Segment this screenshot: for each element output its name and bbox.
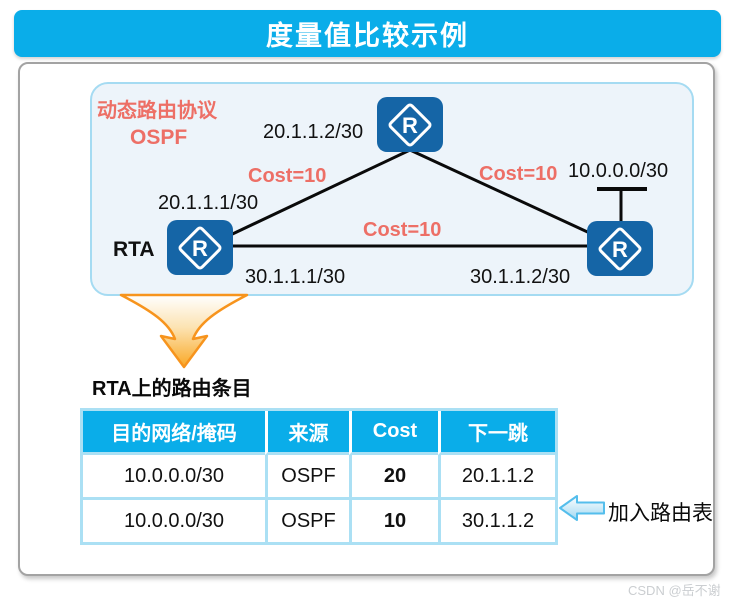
- protocol-name-label: OSPF: [130, 126, 188, 149]
- down-arrow-icon: [119, 293, 249, 369]
- svg-text:R: R: [192, 236, 208, 261]
- col-header-source: 来源: [265, 411, 349, 455]
- table-row: 10.0.0.0/30 OSPF 20 20.1.1.2: [83, 455, 555, 500]
- cell-source: OSPF: [265, 500, 349, 542]
- col-header-destination: 目的网络/掩码: [83, 411, 265, 455]
- table-header-row: 目的网络/掩码 来源 Cost 下一跳: [83, 411, 555, 455]
- cost-label-right: Cost=10: [479, 163, 558, 185]
- router-icon-top: R: [377, 97, 443, 152]
- routing-table-heading: RTA上的路由条目: [92, 378, 252, 400]
- svg-text:R: R: [402, 113, 418, 138]
- network-label: 10.0.0.0/30: [568, 160, 669, 182]
- ip-label-top-router: 20.1.1.2/30: [263, 121, 364, 143]
- routing-table: 目的网络/掩码 来源 Cost 下一跳 10.0.0.0/30 OSPF 20 …: [80, 408, 558, 545]
- table-row: 10.0.0.0/30 OSPF 10 30.1.1.2: [83, 500, 555, 542]
- router-glyph-right: R: [598, 227, 642, 270]
- cost-label-left: Cost=10: [248, 165, 327, 187]
- col-header-nexthop: 下一跳: [438, 411, 555, 455]
- rta-label: RTA: [113, 238, 155, 261]
- router-icon-right: R: [587, 221, 653, 276]
- cell-cost: 10: [349, 500, 438, 542]
- router-glyph-top: R: [388, 103, 432, 146]
- page-title-text: 度量值比较示例: [266, 21, 469, 51]
- cell-cost: 20: [349, 455, 438, 500]
- join-routing-table-label: 加入路由表: [608, 502, 713, 525]
- cost-label-middle: Cost=10: [363, 219, 442, 241]
- ip-label-rta-upper: 20.1.1.1/30: [158, 192, 259, 214]
- router-icon-rta: R: [167, 220, 233, 275]
- ip-label-rta-lower: 30.1.1.1/30: [245, 266, 346, 288]
- col-header-cost: Cost: [349, 411, 438, 455]
- ip-label-right-router: 30.1.1.2/30: [470, 266, 571, 288]
- page-title: 度量值比较示例: [14, 10, 721, 57]
- svg-text:R: R: [612, 237, 628, 262]
- protocol-label: 动态路由协议: [97, 100, 217, 122]
- router-glyph-rta: R: [178, 226, 222, 269]
- cell-source: OSPF: [265, 455, 349, 500]
- watermark: CSDN @岳不谢: [628, 583, 721, 598]
- left-arrow-icon: [559, 495, 605, 521]
- cell-destination: 10.0.0.0/30: [83, 500, 265, 542]
- cell-nexthop: 20.1.1.2: [438, 455, 555, 500]
- cell-nexthop: 30.1.1.2: [438, 500, 555, 542]
- cell-destination: 10.0.0.0/30: [83, 455, 265, 500]
